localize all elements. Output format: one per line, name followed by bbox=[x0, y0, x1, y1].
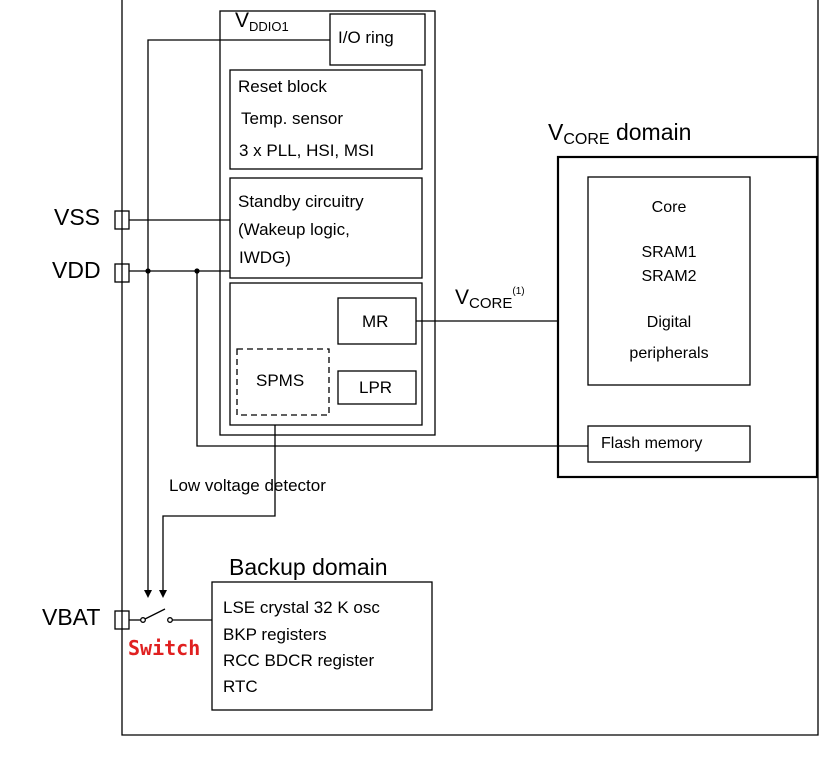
switch-contact-left bbox=[140, 617, 146, 623]
vcore-wire-letter: V bbox=[455, 286, 470, 309]
lpr-box bbox=[337, 370, 417, 405]
switch-label: Switch bbox=[128, 636, 201, 660]
digital-label: Digital bbox=[646, 314, 692, 331]
regulator-box bbox=[229, 282, 423, 426]
vddio-label: VDDIO1 bbox=[235, 9, 289, 34]
mr-label: MR bbox=[362, 312, 389, 331]
vbat-pin-label: VBAT bbox=[42, 604, 101, 630]
backup-domain-box bbox=[211, 581, 433, 711]
io-ring-label: I/O ring bbox=[338, 28, 394, 47]
vcore-wire-sub: CORE bbox=[469, 295, 513, 312]
backup-item-rcc: RCC BDCR register bbox=[223, 651, 375, 670]
flash-supply-wire bbox=[196, 271, 588, 447]
vcore-wire-footnote: (1) bbox=[512, 286, 525, 297]
vcore-wire-label: VCORE(1) bbox=[455, 286, 525, 312]
junction-dot bbox=[194, 268, 200, 274]
backup-domain-title: Backup domain bbox=[229, 554, 388, 580]
standby-label: Standby circuitry bbox=[238, 192, 364, 211]
junction-dot bbox=[145, 268, 151, 274]
vss-pin-label: VSS bbox=[54, 204, 101, 230]
vcore-domain-title: VCORE domain bbox=[548, 119, 691, 149]
vddio-sub: DDIO1 bbox=[249, 19, 289, 34]
spms-label: SPMS bbox=[256, 371, 305, 390]
sram2-label: SRAM2 bbox=[641, 268, 697, 285]
vcore-domain-sub: CORE bbox=[563, 131, 610, 148]
vdd-pin-label: VDD bbox=[52, 257, 101, 283]
temp-sensor-label: Temp. sensor bbox=[241, 109, 344, 128]
lpr-label: LPR bbox=[359, 378, 393, 397]
flash-memory-label: Flash memory bbox=[601, 435, 703, 452]
reset-block-box bbox=[229, 69, 423, 170]
backup-item-lse: LSE crystal 32 K osc bbox=[223, 598, 380, 617]
vddio-block bbox=[219, 10, 436, 436]
vddio-letter: V bbox=[235, 9, 250, 32]
switch-blade bbox=[144, 608, 166, 620]
standby-box bbox=[229, 177, 423, 279]
vddio-feed-wire bbox=[147, 39, 330, 592]
flash-box bbox=[587, 425, 751, 463]
core-label: Core bbox=[651, 199, 687, 216]
vdd-pin bbox=[114, 263, 130, 283]
reset-block-label: Reset block bbox=[238, 77, 327, 96]
peripherals-label: peripherals bbox=[629, 345, 709, 362]
wakeup-logic-label: (Wakeup logic, bbox=[238, 220, 350, 239]
vcore-domain-box bbox=[556, 155, 819, 479]
switch-contact-right bbox=[167, 617, 173, 623]
sram1-label: SRAM1 bbox=[641, 244, 697, 261]
arrowhead bbox=[144, 590, 152, 598]
low-voltage-detector-label: Low voltage detector bbox=[169, 476, 326, 495]
pll-label: 3 x PLL, HSI, MSI bbox=[239, 141, 375, 160]
core-logic-box bbox=[587, 176, 751, 386]
spms-box bbox=[236, 348, 330, 416]
vcore-domain-letter: V bbox=[548, 119, 564, 145]
backup-item-rtc: RTC bbox=[223, 677, 258, 696]
lvd-wire bbox=[162, 425, 276, 592]
vcore-domain-rest: domain bbox=[609, 119, 692, 145]
iwdg-label: IWDG) bbox=[239, 248, 291, 267]
arrowhead bbox=[159, 590, 167, 598]
backup-item-bkp: BKP registers bbox=[223, 625, 327, 644]
